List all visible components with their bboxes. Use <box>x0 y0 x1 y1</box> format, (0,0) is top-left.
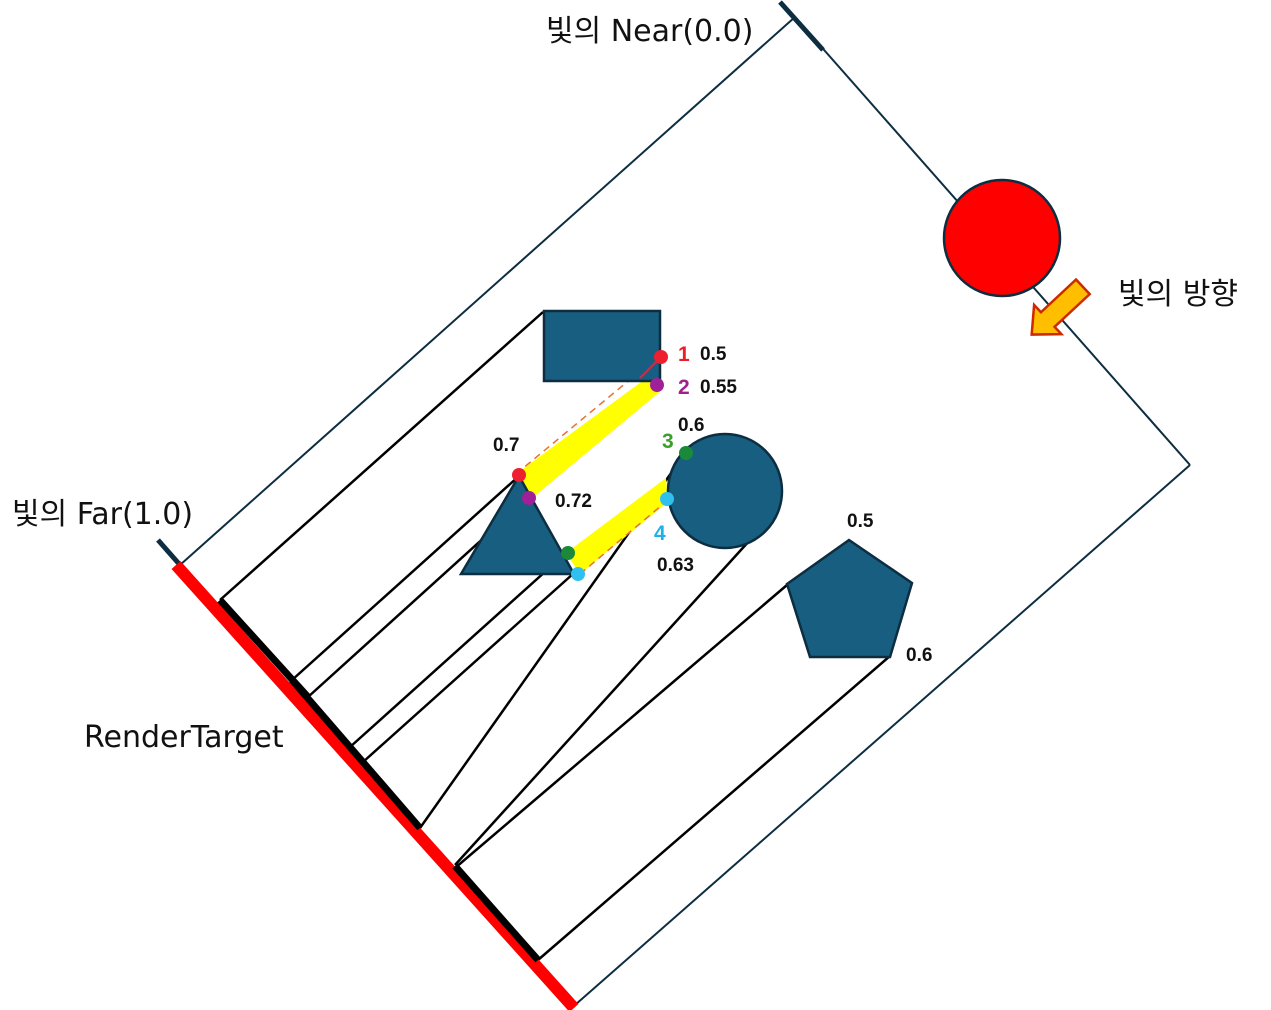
point-2-index: 2 <box>678 376 690 399</box>
point-2-depth: 0.55 <box>700 377 737 398</box>
pentagon-bottom-depth: 0.6 <box>906 645 932 666</box>
point-1-index: 1 <box>678 343 690 366</box>
point-1-depth: 0.5 <box>700 344 727 365</box>
triangle-top-depth: 0.7 <box>493 435 519 456</box>
projection-lines <box>219 311 891 961</box>
render-target-segments <box>217 597 541 963</box>
direction-label: 빛의 방향 <box>1118 277 1238 312</box>
pentagon-top-depth: 0.5 <box>847 511 874 532</box>
near-label: 빛의 Near(0.0) <box>546 14 753 49</box>
triangle-bottom-marker <box>522 491 536 505</box>
shadow-highlights <box>515 357 669 575</box>
light-source <box>942 178 1062 298</box>
near-plane-tick <box>778 0 825 52</box>
far-label: 빛의 Far(1.0) <box>12 497 193 532</box>
render-target-label: RenderTarget <box>84 720 284 755</box>
circle-object <box>666 432 784 550</box>
point-3-marker <box>679 446 693 460</box>
point-4-depth: 0.63 <box>657 555 694 576</box>
sample-points <box>512 350 693 581</box>
rectangle-object <box>542 309 662 383</box>
triangle-corner-marker <box>571 567 585 581</box>
triangle-object <box>458 473 577 576</box>
triangle-bottom-depth: 0.72 <box>555 491 592 512</box>
point-3-index: 3 <box>662 430 674 453</box>
pentagon-object <box>785 538 914 659</box>
triangle-top-marker <box>512 468 526 482</box>
point-4-index: 4 <box>654 522 666 545</box>
light-direction-arrow-icon <box>1030 277 1092 336</box>
point-4-marker <box>660 492 674 506</box>
render-target-bar <box>171 560 579 1010</box>
triangle-right-marker <box>561 546 575 560</box>
far-plane-tick <box>156 538 182 567</box>
point-1-marker <box>654 350 668 364</box>
point-2-marker <box>650 378 664 392</box>
point-3-depth: 0.6 <box>678 415 704 436</box>
